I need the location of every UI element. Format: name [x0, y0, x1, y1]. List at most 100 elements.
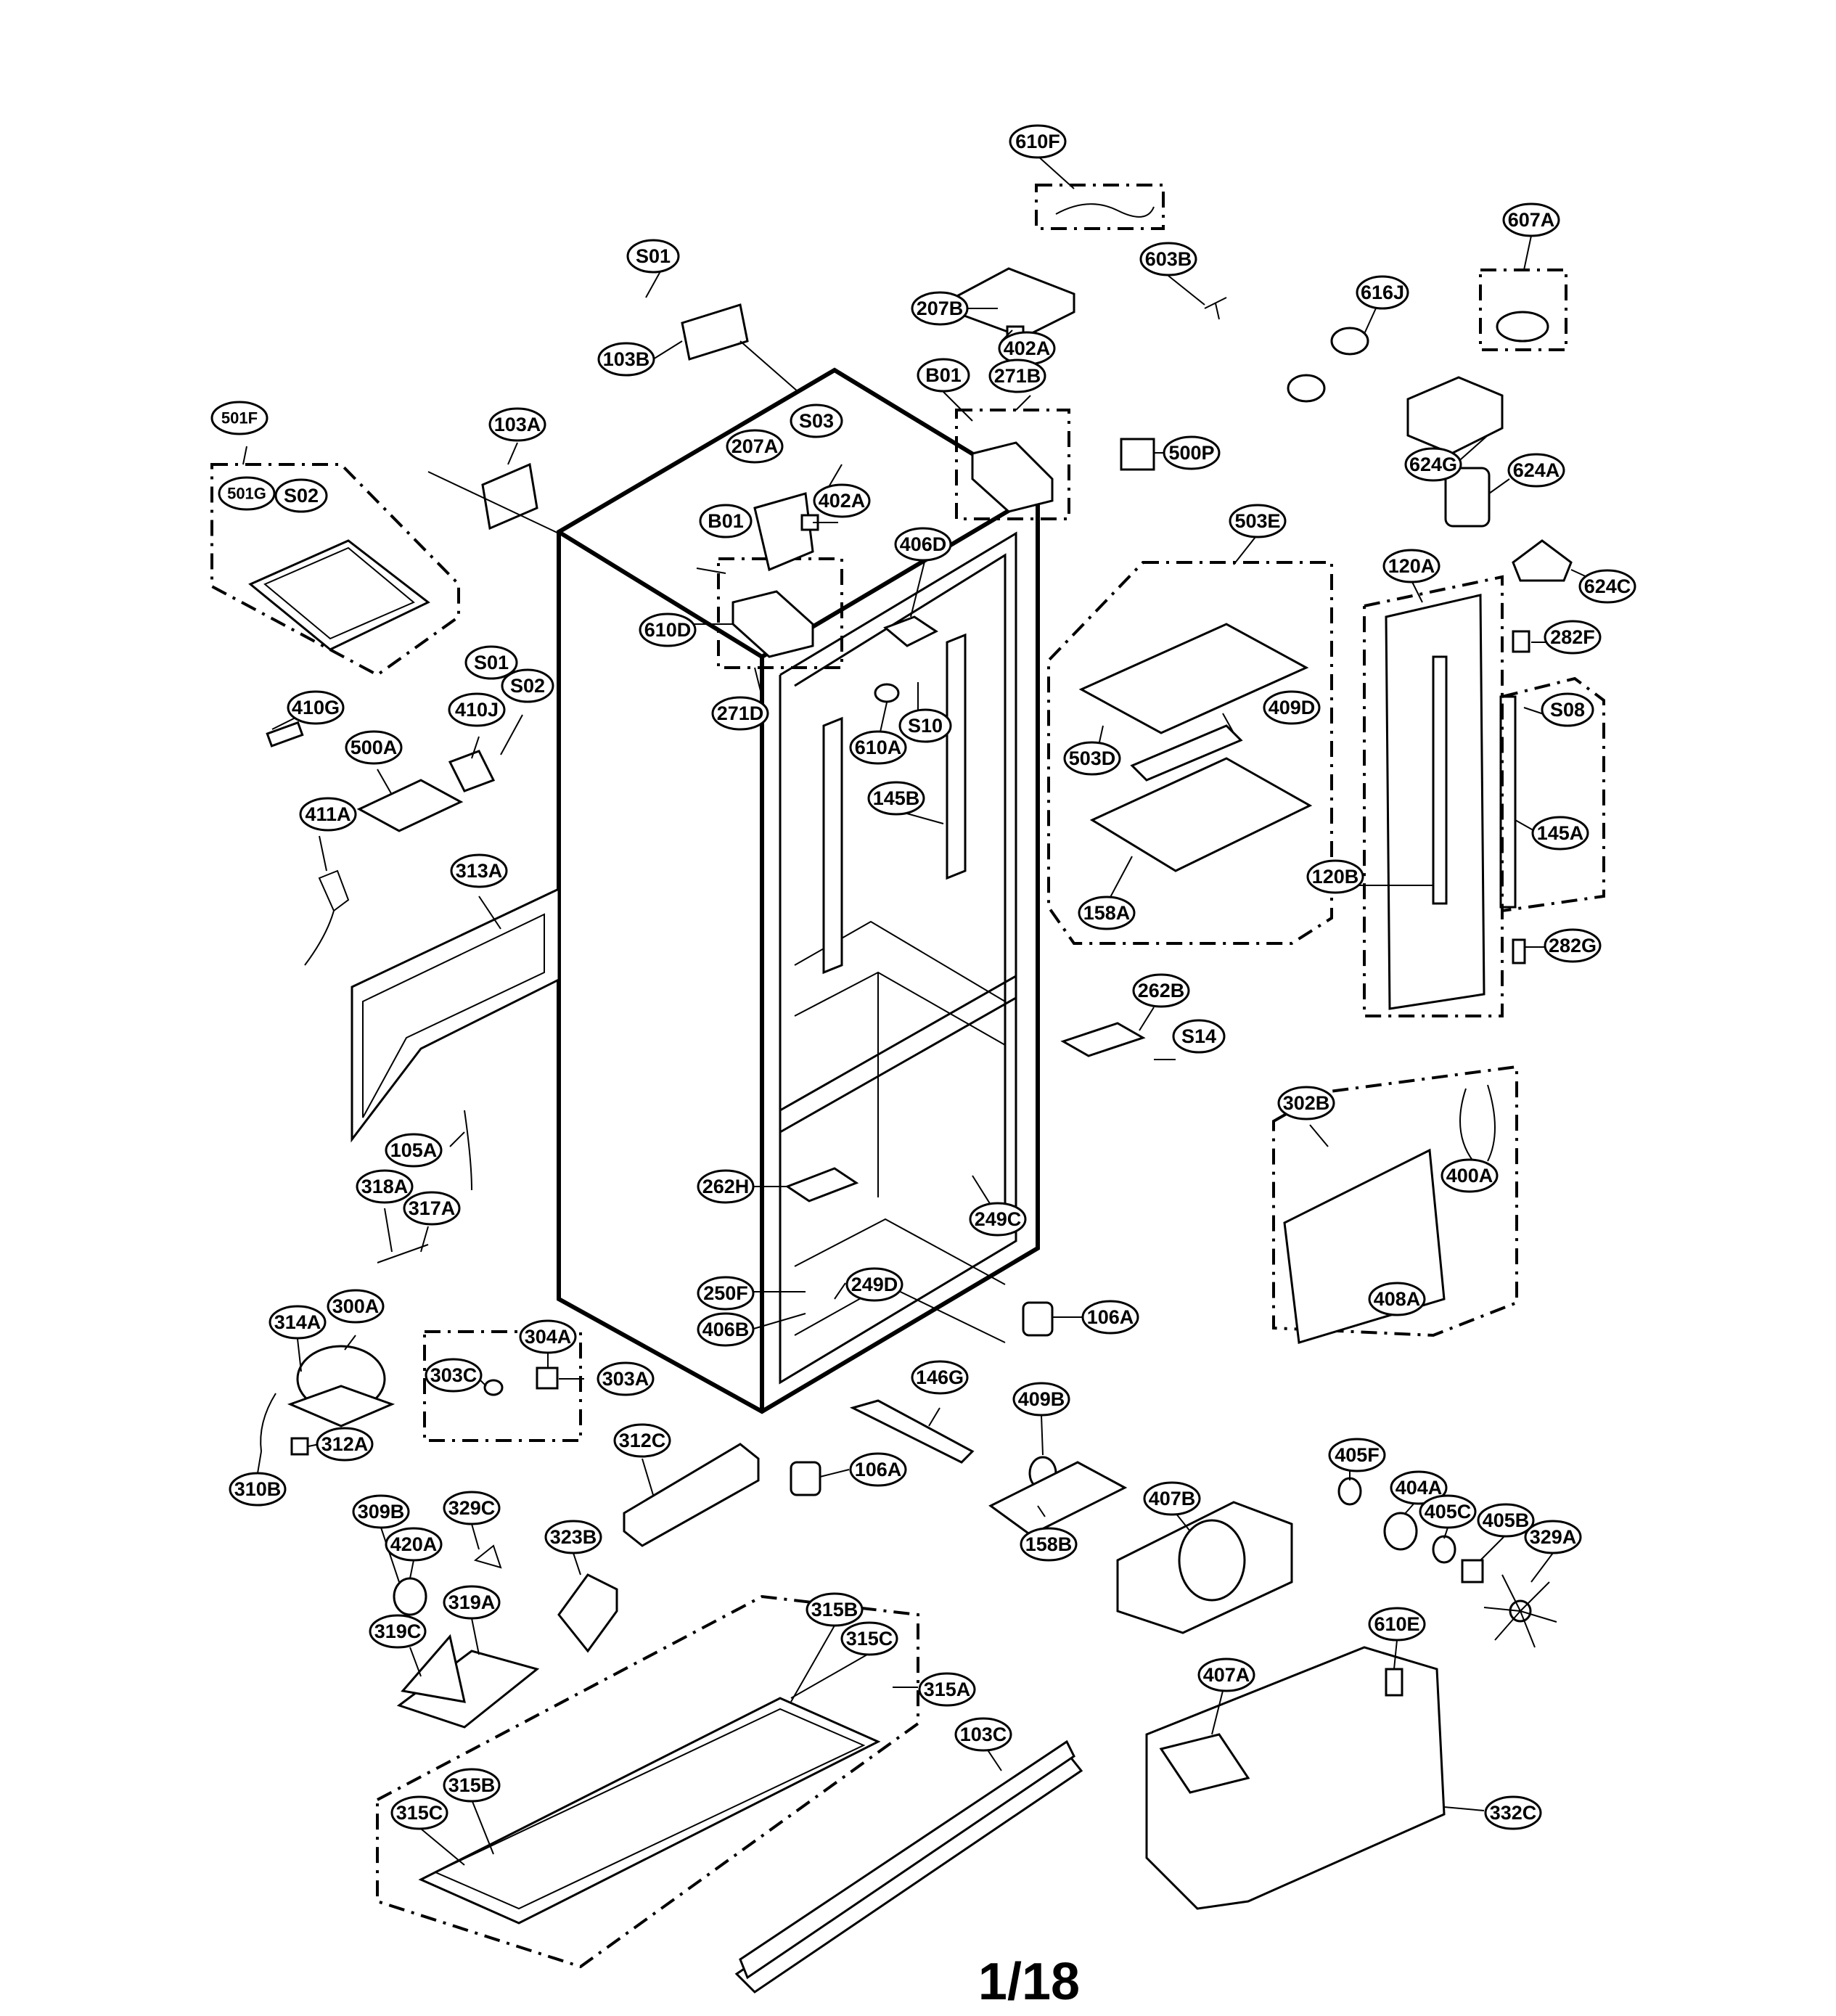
- cover-103b: [681, 303, 749, 361]
- tube-105a: [464, 1110, 472, 1191]
- callout-407a: 407A: [1197, 1658, 1255, 1692]
- callout-402a-b: 402A: [813, 483, 871, 518]
- callout-271d: 271D: [711, 696, 769, 731]
- callout-319c: 319C: [369, 1614, 427, 1649]
- callout-309b: 309B: [352, 1494, 410, 1529]
- svg-text:317A: 317A: [409, 1197, 456, 1219]
- svg-text:249C: 249C: [975, 1208, 1022, 1230]
- svg-text:158B: 158B: [1025, 1533, 1073, 1555]
- svg-text:323B: 323B: [550, 1526, 597, 1548]
- bracket-207a: [753, 492, 814, 572]
- svg-text:310B: 310B: [234, 1478, 282, 1500]
- svg-text:624G: 624G: [1409, 454, 1457, 475]
- callout-610d: 610D: [639, 612, 697, 647]
- callout-323b: 323B: [544, 1520, 602, 1554]
- svg-text:410G: 410G: [292, 697, 340, 718]
- svg-text:250F: 250F: [703, 1282, 748, 1304]
- svg-text:314A: 314A: [274, 1311, 321, 1333]
- callout-249c: 249C: [969, 1202, 1027, 1237]
- svg-text:404A: 404A: [1396, 1477, 1443, 1499]
- callout-624a: 624A: [1507, 453, 1565, 488]
- rail-145b: [822, 633, 967, 975]
- fan-housing-407a: [1159, 1733, 1250, 1794]
- callout-282g: 282G: [1544, 928, 1602, 963]
- svg-text:S02: S02: [510, 675, 545, 697]
- callout-329c: 329C: [443, 1491, 501, 1525]
- part-405f: [1337, 1477, 1362, 1506]
- svg-text:407A: 407A: [1203, 1664, 1250, 1686]
- callout-610e: 610E: [1368, 1607, 1426, 1642]
- callout-304a: 304A: [519, 1319, 577, 1354]
- fitting-616j: [1330, 327, 1369, 356]
- foot-106a-b: [790, 1461, 821, 1496]
- svg-text:303C: 303C: [430, 1364, 478, 1386]
- callout-420a: 420A: [385, 1527, 443, 1562]
- svg-text:405C: 405C: [1425, 1501, 1472, 1523]
- callout-317a: 317A: [403, 1191, 461, 1226]
- callout-503d: 503D: [1063, 741, 1121, 776]
- part-405b: [1461, 1559, 1484, 1583]
- pipe-310b: [260, 1393, 276, 1452]
- svg-text:409D: 409D: [1269, 697, 1316, 718]
- cap-624c: [1512, 539, 1573, 582]
- svg-text:501F: 501F: [221, 409, 258, 427]
- callout-158b: 158B: [1020, 1527, 1078, 1562]
- hinge-271b: [971, 441, 1054, 513]
- svg-text:400A: 400A: [1446, 1165, 1493, 1187]
- part-610e: [1385, 1668, 1403, 1697]
- callout-s03: S03: [790, 403, 843, 438]
- part-405c: [1432, 1535, 1456, 1564]
- harness-610f-box: [1035, 184, 1165, 230]
- clip-603b: [1204, 297, 1227, 320]
- hinge-262h: [784, 1167, 859, 1202]
- callout-120a: 120A: [1382, 549, 1440, 583]
- svg-text:624A: 624A: [1513, 459, 1560, 481]
- svg-text:312A: 312A: [321, 1433, 369, 1455]
- callout-408a: 408A: [1368, 1282, 1426, 1316]
- callout-616j: 616J: [1356, 275, 1409, 310]
- svg-text:S03: S03: [799, 410, 834, 432]
- svg-text:312C: 312C: [619, 1430, 666, 1451]
- svg-text:105A: 105A: [390, 1139, 438, 1161]
- callout-s02-b: S02: [501, 668, 554, 703]
- callout-405c: 405C: [1419, 1494, 1477, 1529]
- svg-text:158A: 158A: [1083, 902, 1131, 924]
- svg-text:603B: 603B: [1145, 248, 1192, 270]
- housing-407b-ring: [1178, 1519, 1246, 1602]
- callout-312a: 312A: [316, 1427, 374, 1462]
- callout-labels: 610F 603B 607A S01 207B 402A 616J 103B B…: [210, 124, 1636, 1830]
- callout-332c: 332C: [1484, 1795, 1542, 1830]
- cover-312c: [623, 1443, 760, 1547]
- svg-text:503D: 503D: [1069, 747, 1116, 769]
- svg-text:405B: 405B: [1483, 1509, 1530, 1531]
- heater-400a: [1459, 1084, 1496, 1162]
- callout-146g: 146G: [911, 1360, 969, 1395]
- svg-text:503E: 503E: [1234, 510, 1280, 532]
- callout-249d: 249D: [845, 1267, 903, 1302]
- svg-text:315C: 315C: [396, 1802, 443, 1824]
- part-410j: [448, 750, 496, 792]
- callout-271b: 271B: [988, 358, 1046, 393]
- svg-text:610A: 610A: [855, 737, 902, 758]
- svg-text:410J: 410J: [455, 699, 499, 721]
- svg-text:207A: 207A: [731, 435, 779, 457]
- hinge-262b: [1060, 1022, 1146, 1057]
- svg-text:282G: 282G: [1549, 935, 1597, 956]
- callout-402a: 402A: [998, 331, 1056, 366]
- refrigerator-cabinet: [557, 367, 1040, 1414]
- svg-text:607A: 607A: [1508, 209, 1555, 231]
- fan-329c: [473, 1544, 502, 1569]
- condenser-323b: [557, 1573, 618, 1653]
- callout-103c: 103C: [954, 1717, 1012, 1752]
- svg-text:309B: 309B: [358, 1501, 405, 1523]
- svg-text:409B: 409B: [1018, 1388, 1065, 1410]
- callout-405b: 405B: [1477, 1503, 1535, 1538]
- callout-410g: 410G: [287, 690, 345, 725]
- valve-317a: [377, 1244, 429, 1263]
- relay-304a: [536, 1366, 559, 1390]
- callout-318a: 318A: [356, 1169, 414, 1204]
- callout-262b: 262B: [1132, 973, 1190, 1008]
- svg-text:407B: 407B: [1149, 1488, 1196, 1509]
- svg-text:318A: 318A: [361, 1176, 409, 1197]
- callout-315b: 315B: [806, 1592, 864, 1627]
